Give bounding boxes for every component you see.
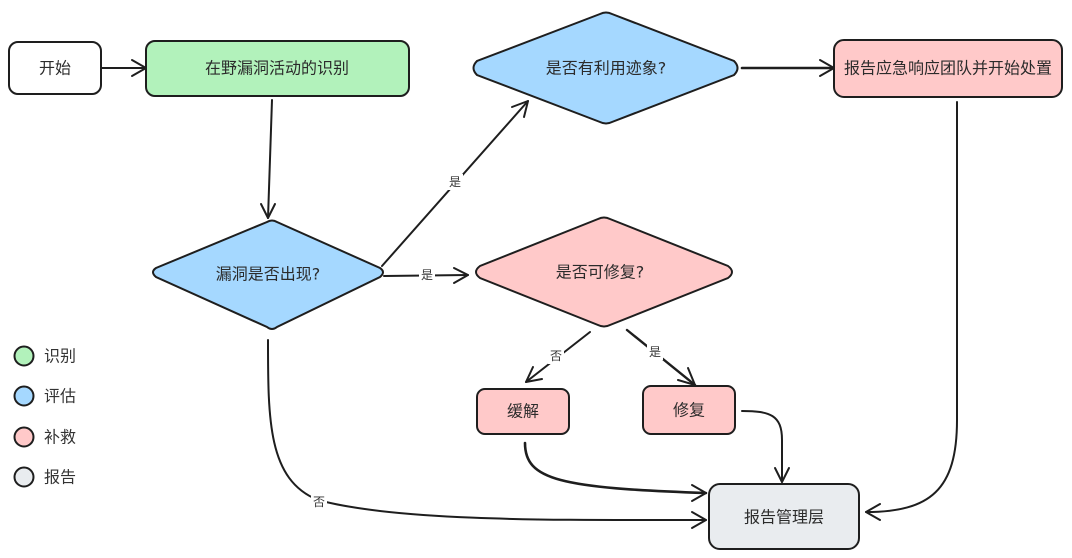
edge-label-yes: 是 bbox=[649, 345, 661, 359]
start-box bbox=[8, 41, 102, 95]
legend-label: 补救 bbox=[44, 428, 76, 447]
arrowhead-icon bbox=[691, 484, 707, 502]
node-label: 报告应急响应团队并开始处置 bbox=[844, 59, 1052, 78]
legend-swatch-icon bbox=[13, 426, 35, 448]
legend-swatch-icon bbox=[13, 466, 35, 488]
legend-item-remediate: 补救 bbox=[13, 426, 76, 448]
node-identify[interactable]: 在野漏洞活动的识别 bbox=[145, 40, 410, 97]
node-label: 是否有利用迹象? bbox=[546, 59, 667, 78]
edge-label-no: 否 bbox=[550, 349, 562, 363]
legend-label: 评估 bbox=[44, 387, 76, 406]
edge-label-yes: 是 bbox=[421, 268, 433, 282]
legend-item-identify: 识别 bbox=[13, 345, 76, 367]
identify-box bbox=[145, 40, 410, 97]
edge-fixable-to-fix: 是 bbox=[625, 328, 697, 387]
node-start[interactable]: 开始 bbox=[8, 41, 102, 95]
report-team-box bbox=[833, 39, 1063, 98]
legend-swatch-icon bbox=[13, 345, 35, 367]
edge-vuln-appear-to-exploit-signs: 是 bbox=[381, 100, 529, 267]
node-fixable[interactable]: 是否可修复? bbox=[475, 216, 733, 328]
legend-label: 报告 bbox=[44, 468, 76, 487]
edge-label-no: 否 bbox=[313, 495, 325, 509]
arrowhead-icon bbox=[525, 366, 543, 383]
edge-fix-to-report-mgmt bbox=[741, 410, 790, 483]
exploit-signs-diamond bbox=[472, 11, 739, 125]
edge-vuln-appear-to-report-mgmt: 否 bbox=[267, 339, 707, 529]
fix-box bbox=[642, 385, 736, 435]
node-label: 是否可修复? bbox=[556, 263, 645, 282]
mitigate-box bbox=[476, 388, 570, 435]
node-label: 缓解 bbox=[507, 402, 539, 421]
node-exploit-signs[interactable]: 是否有利用迹象? bbox=[472, 11, 739, 125]
vuln-appear-diamond bbox=[152, 219, 384, 330]
node-mitigate[interactable]: 缓解 bbox=[476, 388, 570, 435]
node-fix[interactable]: 修复 bbox=[642, 385, 736, 435]
node-label: 开始 bbox=[39, 59, 71, 78]
node-vuln-appear[interactable]: 漏洞是否出现? bbox=[152, 219, 384, 330]
legend-label: 识别 bbox=[44, 347, 76, 366]
legend-item-assess: 评估 bbox=[13, 385, 76, 407]
arrowhead-icon bbox=[511, 100, 529, 118]
node-label: 修复 bbox=[673, 401, 705, 420]
edge-fixable-to-mitigate: 否 bbox=[525, 331, 591, 383]
arrowhead-icon bbox=[691, 511, 707, 529]
node-label: 在野漏洞活动的识别 bbox=[205, 59, 349, 78]
edges: 是 是 否 否 bbox=[100, 59, 958, 529]
arrowhead-icon bbox=[865, 503, 881, 521]
edge-start-to-identify bbox=[100, 59, 147, 77]
report-mgmt-box bbox=[708, 483, 860, 550]
node-label: 报告管理层 bbox=[744, 508, 824, 527]
edge-label-yes: 是 bbox=[449, 175, 461, 189]
fixable-diamond bbox=[475, 216, 733, 328]
node-report-team[interactable]: 报告应急响应团队并开始处置 bbox=[833, 39, 1063, 98]
legend-swatch-icon bbox=[13, 385, 35, 407]
edge-mitigate-to-report-mgmt bbox=[523, 441, 708, 502]
arrowhead-icon bbox=[453, 267, 469, 284]
node-report-mgmt[interactable]: 报告管理层 bbox=[708, 483, 860, 550]
edge-vuln-appear-to-fixable: 是 bbox=[383, 267, 469, 284]
edge-report-team-to-report-mgmt bbox=[865, 101, 958, 521]
arrowhead-icon bbox=[774, 467, 790, 483]
legend: 识别 评估 补救 报告 bbox=[13, 345, 76, 488]
arrowhead-icon bbox=[260, 203, 276, 219]
legend-item-report: 报告 bbox=[13, 466, 76, 488]
edge-identify-to-vuln-appear bbox=[260, 99, 276, 219]
node-label: 漏洞是否出现? bbox=[216, 265, 321, 284]
edge-exploit-signs-to-report-team bbox=[740, 59, 836, 77]
